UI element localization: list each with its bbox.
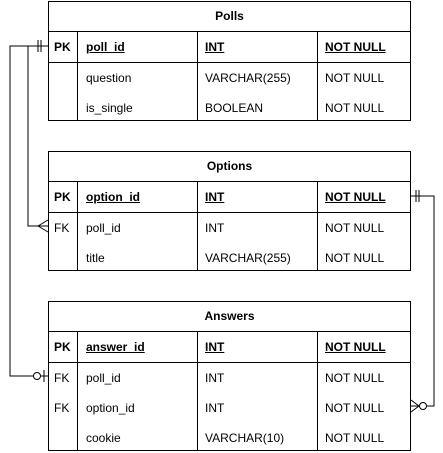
column-divider [77,332,78,450]
crowfoot-icon [37,225,49,233]
column-type: INT [205,401,225,415]
column-name: is_single [86,101,133,115]
key-cell: PK [54,190,71,204]
table-polls[interactable]: Polls PK poll_id INT NOT NULL question V… [48,1,411,121]
key-cell: FK [54,401,70,415]
zero-circle-icon [33,372,41,380]
table-row[interactable]: FK poll_id INT NOT NULL [49,363,410,393]
column-divider [317,182,318,270]
column-type: INT [205,371,225,385]
table-answers[interactable]: Answers PK answer_id INT NOT NULL FK pol… [48,301,411,451]
key-cell: FK [54,221,70,235]
relationship-polls-answers[interactable] [9,45,48,382]
column-name: question [86,71,132,85]
table-row[interactable]: PK answer_id INT NOT NULL [49,332,410,363]
table-title: Answers [49,302,410,332]
column-divider [317,332,318,450]
table-row[interactable]: FK option_id INT NOT NULL [49,393,410,423]
column-nullability: NOT NULL [325,190,386,204]
column-nullability: NOT NULL [325,431,385,445]
column-name: answer_id [86,340,145,354]
column-name: title [86,251,105,265]
column-nullability: NOT NULL [325,71,385,85]
zero-circle-icon [419,402,427,410]
table-row[interactable]: is_single BOOLEAN NOT NULL [49,93,410,123]
relationship-polls-options[interactable] [27,40,49,233]
key-cell: PK [54,40,71,54]
crowfoot-icon [410,399,420,407]
column-nullability: NOT NULL [325,340,386,354]
column-name: poll_id [86,371,121,385]
table-row[interactable]: PK poll_id INT NOT NULL [49,32,410,63]
column-type: VARCHAR(255) [205,71,291,85]
column-nullability: NOT NULL [325,221,385,235]
column-name: option_id [86,401,135,415]
column-nullability: NOT NULL [325,40,386,54]
table-row[interactable]: question VARCHAR(255) NOT NULL [49,63,410,93]
column-name: cookie [86,431,121,445]
key-cell: FK [54,371,70,385]
column-divider [317,32,318,120]
crowfoot-icon [37,219,49,227]
column-type: INT [205,40,225,54]
crowfoot-icon [410,405,420,413]
column-divider [197,32,198,120]
column-type: INT [205,340,225,354]
table-title: Polls [49,2,410,32]
column-nullability: NOT NULL [325,371,385,385]
table-options[interactable]: Options PK option_id INT NOT NULL FK pol… [48,151,411,271]
table-title: Options [49,152,410,182]
column-type: BOOLEAN [205,101,264,115]
column-name: option_id [86,190,140,204]
table-row[interactable]: FK poll_id INT NOT NULL [49,213,410,243]
column-nullability: NOT NULL [325,101,385,115]
column-type: VARCHAR(10) [205,431,285,445]
column-divider [197,182,198,270]
column-name: poll_id [86,40,125,54]
column-nullability: NOT NULL [325,401,385,415]
relationship-options-answers[interactable] [410,190,435,413]
table-row[interactable]: cookie VARCHAR(10) NOT NULL [49,423,410,453]
column-type: INT [205,190,225,204]
table-row[interactable]: PK option_id INT NOT NULL [49,182,410,213]
column-divider [77,32,78,120]
column-divider [77,182,78,270]
table-row[interactable]: title VARCHAR(255) NOT NULL [49,243,410,273]
column-type: VARCHAR(255) [205,251,291,265]
column-nullability: NOT NULL [325,251,385,265]
column-name: poll_id [86,221,121,235]
column-divider [197,332,198,450]
key-cell: PK [54,340,71,354]
column-type: INT [205,221,225,235]
